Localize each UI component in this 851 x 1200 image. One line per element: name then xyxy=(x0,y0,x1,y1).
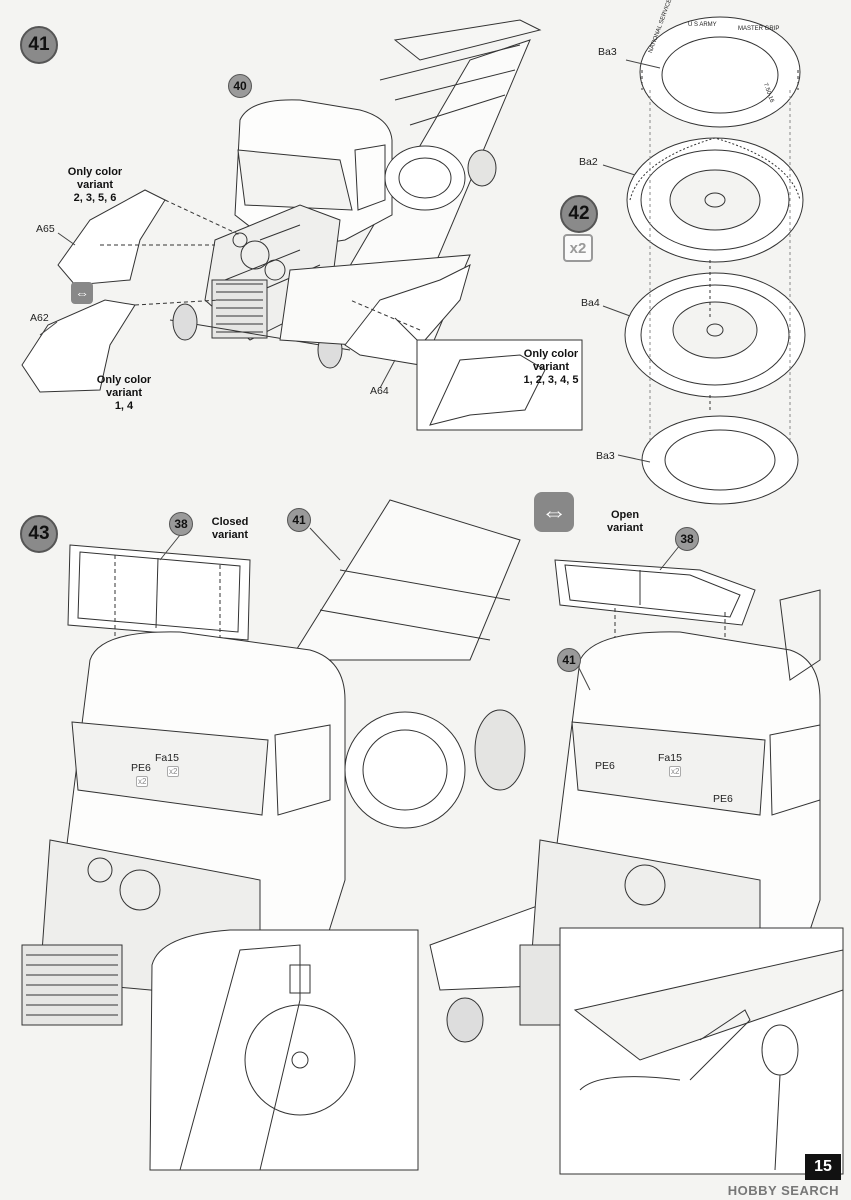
truck-43-open-drawing xyxy=(429,559,844,1175)
part-label-fa15-closed: Fa15 xyxy=(155,752,179,764)
alternative-arrows-icon: ⇔ xyxy=(534,492,574,532)
part-label-ba2: Ba2 xyxy=(579,156,598,168)
part-label-pe6-open-left: PE6 xyxy=(595,760,615,772)
part-label-a65: A65 xyxy=(36,223,55,235)
truck-43-closed-drawing xyxy=(21,499,526,1171)
part-label-a62: A62 xyxy=(30,312,49,324)
watermark: HOBBY SEARCH xyxy=(727,1183,839,1198)
tire-text-master-grip: MASTER GRIP xyxy=(738,26,780,32)
part-label-pe6-open-right: PE6 xyxy=(713,793,733,805)
note-color-variant-2356: Only color variant 2, 3, 5, 6 xyxy=(67,166,123,204)
step-number-42: 42 xyxy=(560,195,598,233)
note-closed-variant: Closed variant xyxy=(211,516,249,541)
part-label-ba3-bottom: Ba3 xyxy=(596,450,615,462)
note-color-variant-12345: Only color variant 1, 2, 3, 4, 5 xyxy=(523,348,579,386)
part-label-pe6-closed: PE6 xyxy=(131,762,151,774)
wheel-42-drawing xyxy=(624,16,806,505)
part-label-ba4: Ba4 xyxy=(581,297,600,309)
tire-text-us-army: U S ARMY xyxy=(688,22,717,28)
callout-40: 40 xyxy=(228,74,252,98)
callout-41-closed: 41 xyxy=(287,508,311,532)
callout-38-open: 38 xyxy=(675,527,699,551)
page-number: 15 xyxy=(805,1154,841,1180)
part-label-ba3-top: Ba3 xyxy=(598,46,617,58)
callout-41-open: 41 xyxy=(557,648,581,672)
step-number-41: 41 xyxy=(20,26,58,64)
part-label-a64: A64 xyxy=(370,385,389,397)
callout-38-closed: 38 xyxy=(169,512,193,536)
note-color-variant-14: Only color variant 1, 4 xyxy=(96,374,152,412)
step-number-43: 43 xyxy=(20,515,58,553)
alternative-arrows-icon-small: ⇔ xyxy=(71,282,93,304)
fa15-open-multiplier: x2 xyxy=(669,766,682,777)
note-open-variant: Open variant xyxy=(606,509,644,534)
fa15-closed-multiplier: x2 xyxy=(167,766,180,777)
pe6-closed-multiplier: x2 xyxy=(136,776,149,787)
part-label-fa15-open: Fa15 xyxy=(658,752,682,764)
truck-41-drawing xyxy=(21,19,583,431)
step-42-multiplier: x2 xyxy=(563,234,593,262)
